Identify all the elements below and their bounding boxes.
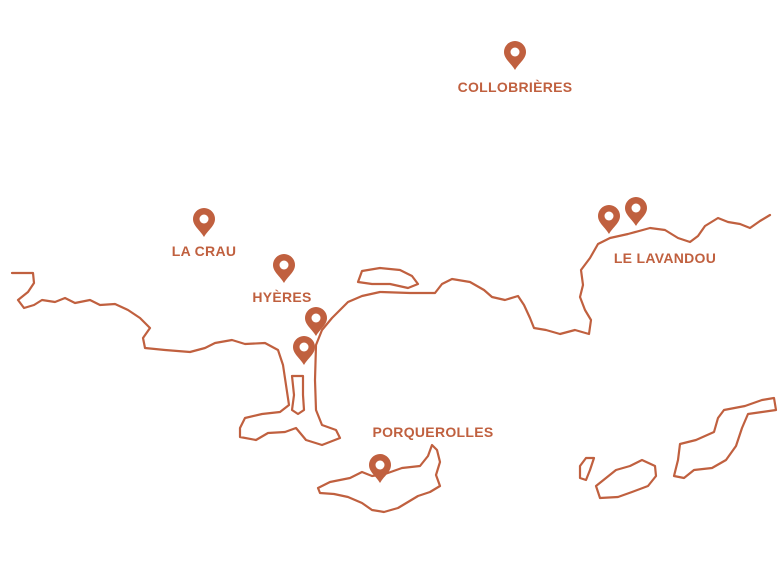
map-marker-icon[interactable]: [273, 254, 295, 283]
port-cros-island: [594, 458, 658, 500]
place-label-porquerolles[interactable]: PORQUEROLLES: [372, 424, 494, 440]
place-label-collobrieres[interactable]: COLLOBRIÈRES: [457, 79, 573, 95]
map-marker-icon[interactable]: [293, 336, 315, 365]
giens-lagoon: [290, 374, 306, 416]
place-label-la-crau[interactable]: LA CRAU: [171, 243, 237, 259]
levant-island: [672, 396, 778, 480]
port-cros-islet: [578, 456, 596, 482]
map-marker-icon[interactable]: [369, 454, 391, 483]
map-marker-icon[interactable]: [193, 208, 215, 237]
porquerolles-island: [316, 443, 442, 514]
place-label-hyeres[interactable]: HYÈRES: [252, 289, 312, 305]
salins-island: [356, 266, 420, 290]
place-label-le-lavandou[interactable]: LE LAVANDOU: [613, 250, 717, 266]
mainland-coastline: [10, 213, 772, 447]
map-marker-icon[interactable]: [504, 41, 526, 70]
map-marker-icon[interactable]: [598, 205, 620, 234]
map-marker-icon[interactable]: [625, 197, 647, 226]
map-marker-icon[interactable]: [305, 307, 327, 336]
